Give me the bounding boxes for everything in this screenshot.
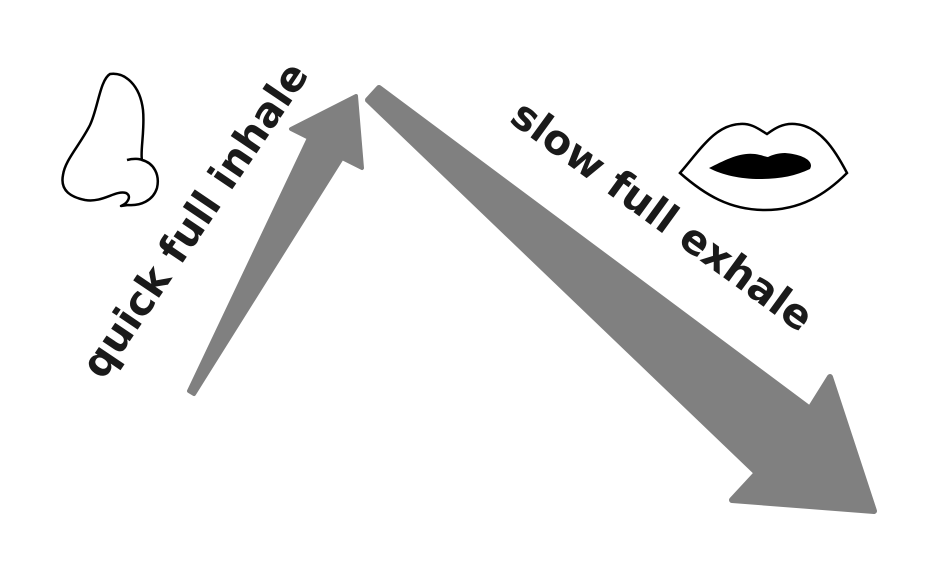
inhale-arrow [187,94,364,396]
exhale-arrow [365,85,877,514]
lips-icon [678,122,849,212]
nose-icon [61,72,159,208]
